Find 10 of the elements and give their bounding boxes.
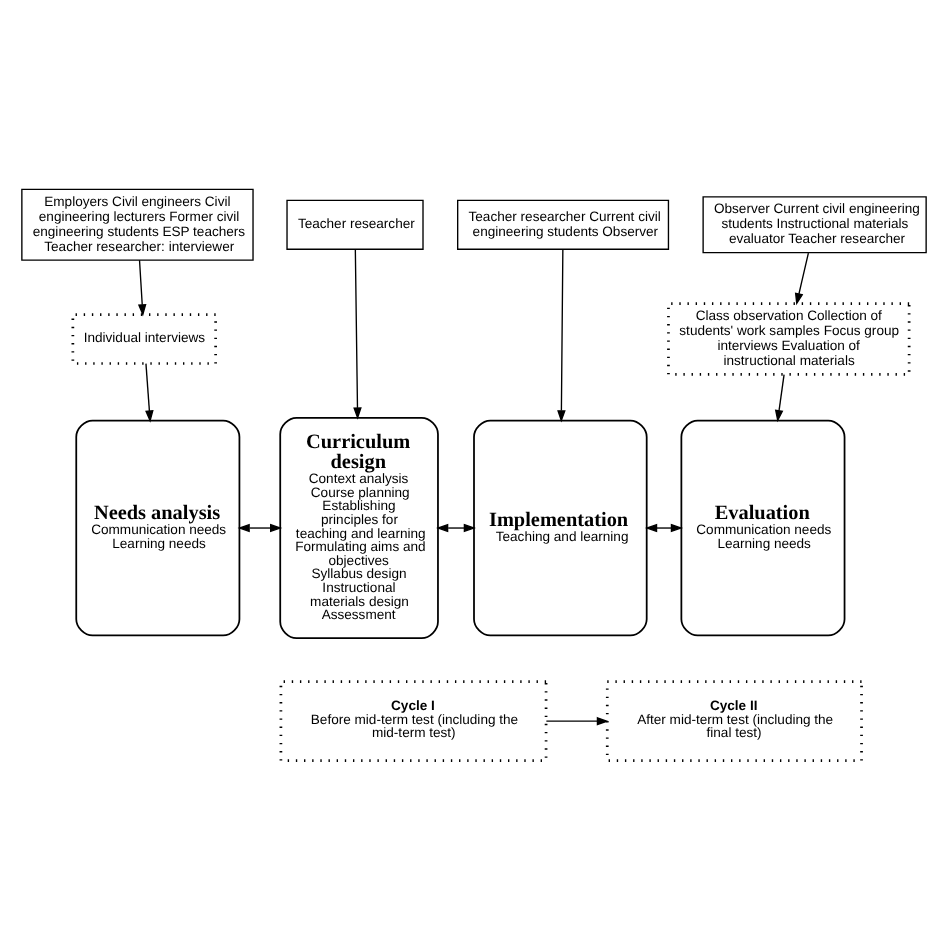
arrow — [145, 361, 154, 422]
arrow — [545, 715, 609, 725]
arrow — [794, 251, 810, 305]
arrow — [353, 248, 362, 419]
arrow — [237, 522, 283, 532]
arrow — [137, 258, 147, 316]
arrow — [774, 372, 785, 422]
arrow — [557, 248, 566, 422]
arrow — [644, 522, 684, 532]
arrow — [436, 522, 476, 532]
